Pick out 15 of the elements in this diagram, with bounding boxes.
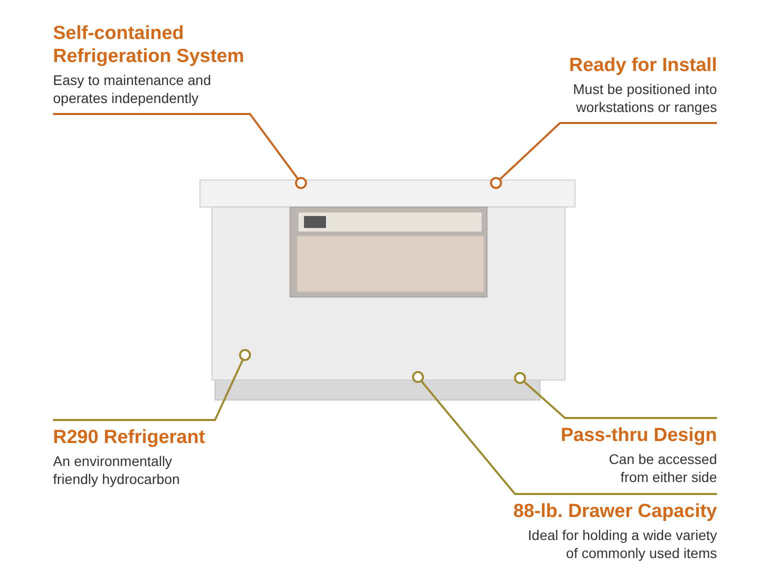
leader-line bbox=[53, 349, 251, 421]
leader-line bbox=[490, 122, 717, 189]
callout-heading: Ready for Install bbox=[569, 54, 717, 77]
callout-text: Can be accessed from either side bbox=[608, 450, 717, 486]
leader-line bbox=[53, 113, 307, 189]
callout-text: Easy to maintenance and operates independently bbox=[53, 71, 212, 107]
callout-heading: Self-contained Refrigeration System bbox=[53, 22, 246, 68]
leader-line bbox=[412, 371, 717, 495]
callout-text: An environmentally friendly hydrocarbon bbox=[53, 452, 181, 488]
callout-text: Must be positioned into workstations or ranges bbox=[572, 80, 717, 116]
callout-heading: 88-lb. Drawer Capacity bbox=[513, 500, 717, 523]
callout-heading: Pass-thru Design bbox=[560, 424, 717, 447]
callout-text: Ideal for holding a wide variety of commonly used items bbox=[526, 526, 717, 562]
callout-heading: R290 Refrigerant bbox=[53, 426, 206, 449]
leader-line bbox=[514, 372, 717, 419]
